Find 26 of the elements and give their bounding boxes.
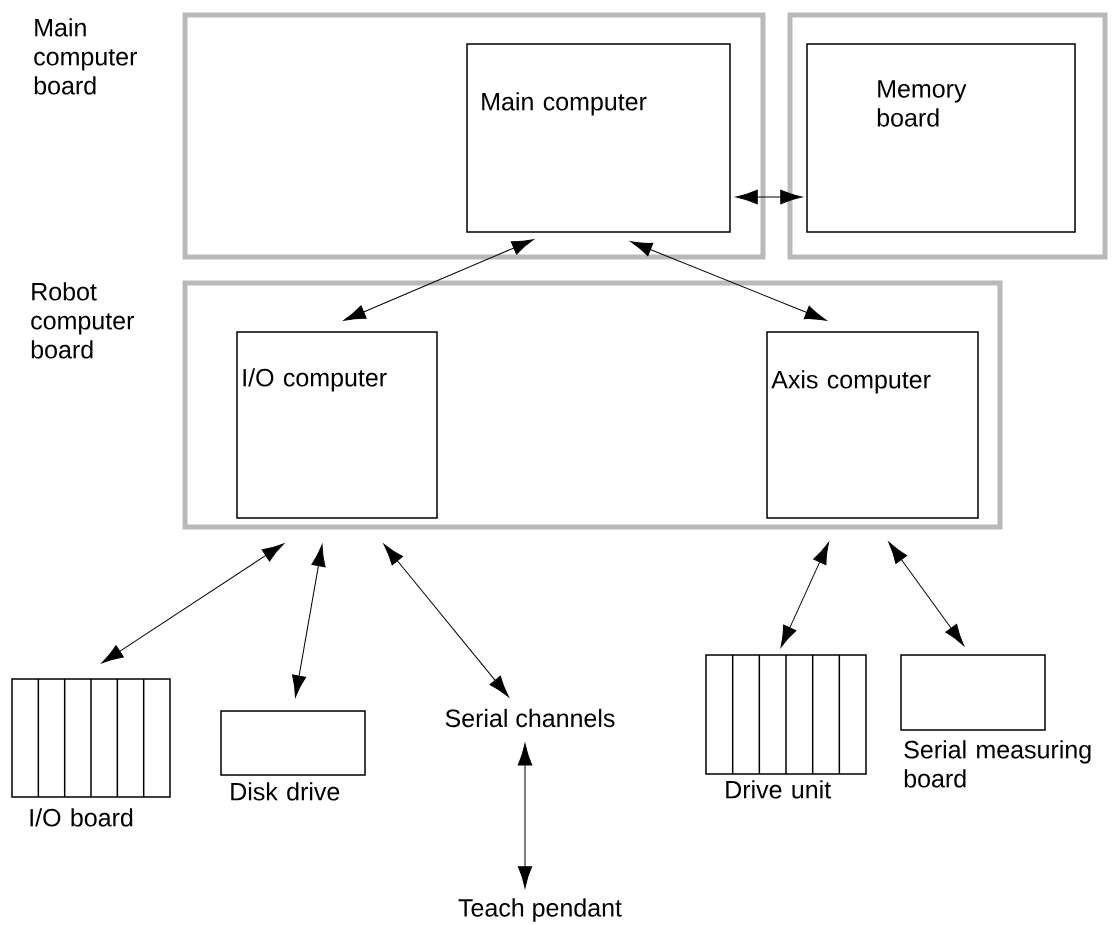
node-label: I/O board <box>30 808 133 827</box>
unit-box: Axis computer <box>766 331 979 519</box>
unit-box: Disk drive <box>220 710 366 801</box>
node-label: Main computer board <box>34 18 137 95</box>
arrow <box>291 544 326 698</box>
arrow <box>517 743 533 889</box>
node-label: Drive unit <box>726 780 831 799</box>
arrow <box>101 543 284 664</box>
unit-box: Main computer <box>466 43 731 233</box>
unit-box: Serial measuring board <box>900 654 1091 788</box>
arrow <box>630 241 827 321</box>
board-frame <box>787 12 1108 260</box>
arrow <box>780 542 829 648</box>
arrow <box>888 542 965 646</box>
arrow <box>735 189 803 205</box>
node-label: Disk drive <box>231 782 340 801</box>
node-label: Serial measuring board <box>904 740 1091 788</box>
node-label: Robot computer board <box>31 282 134 359</box>
rack-drawing: Drive unit <box>705 654 867 799</box>
arrow <box>383 543 509 698</box>
unit-box: Memory board <box>806 43 1076 233</box>
unit-label: Serial channels <box>445 708 615 728</box>
rack-drawing: I/O board <box>11 678 171 827</box>
arrow <box>343 239 534 321</box>
unit-box: I/O computer <box>236 331 438 519</box>
unit-label: Teach pendant <box>458 898 622 922</box>
